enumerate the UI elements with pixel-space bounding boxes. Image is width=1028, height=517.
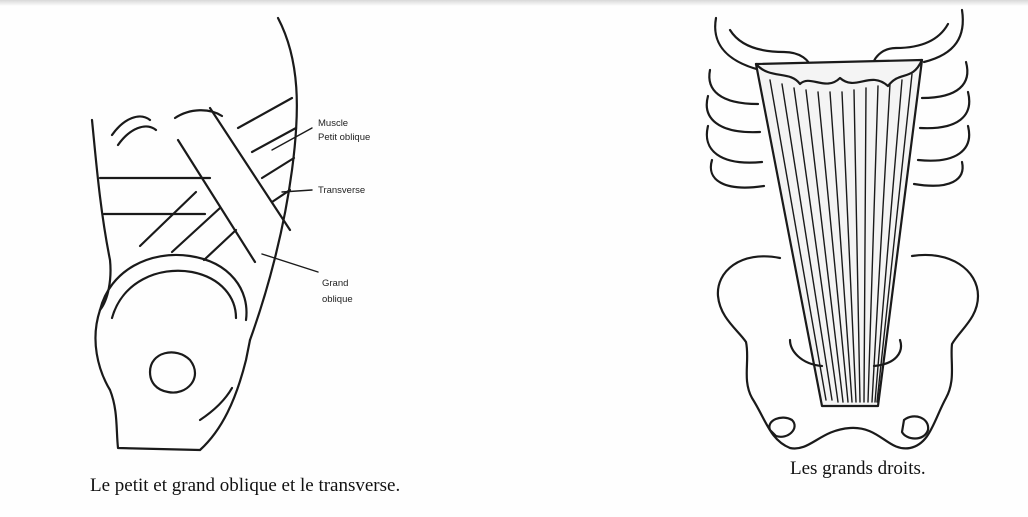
rib-right-4: [918, 126, 969, 161]
obturator-left: [769, 418, 794, 437]
caption-left-figure: Le petit et grand oblique et le transver…: [90, 475, 400, 497]
rectus-abdominis-illustration: [0, 0, 1028, 470]
rib-left-5: [711, 160, 764, 188]
rectus-muscle-shape: [756, 60, 922, 406]
rib-right-1: [924, 10, 963, 62]
caption-right-figure: Les grands droits.: [790, 458, 926, 480]
rib-left-1: [715, 18, 760, 70]
rib-right-2: [922, 62, 967, 98]
obturator-right: [902, 416, 928, 438]
rib-left-2: [709, 70, 758, 104]
rib-right-5: [914, 162, 963, 186]
